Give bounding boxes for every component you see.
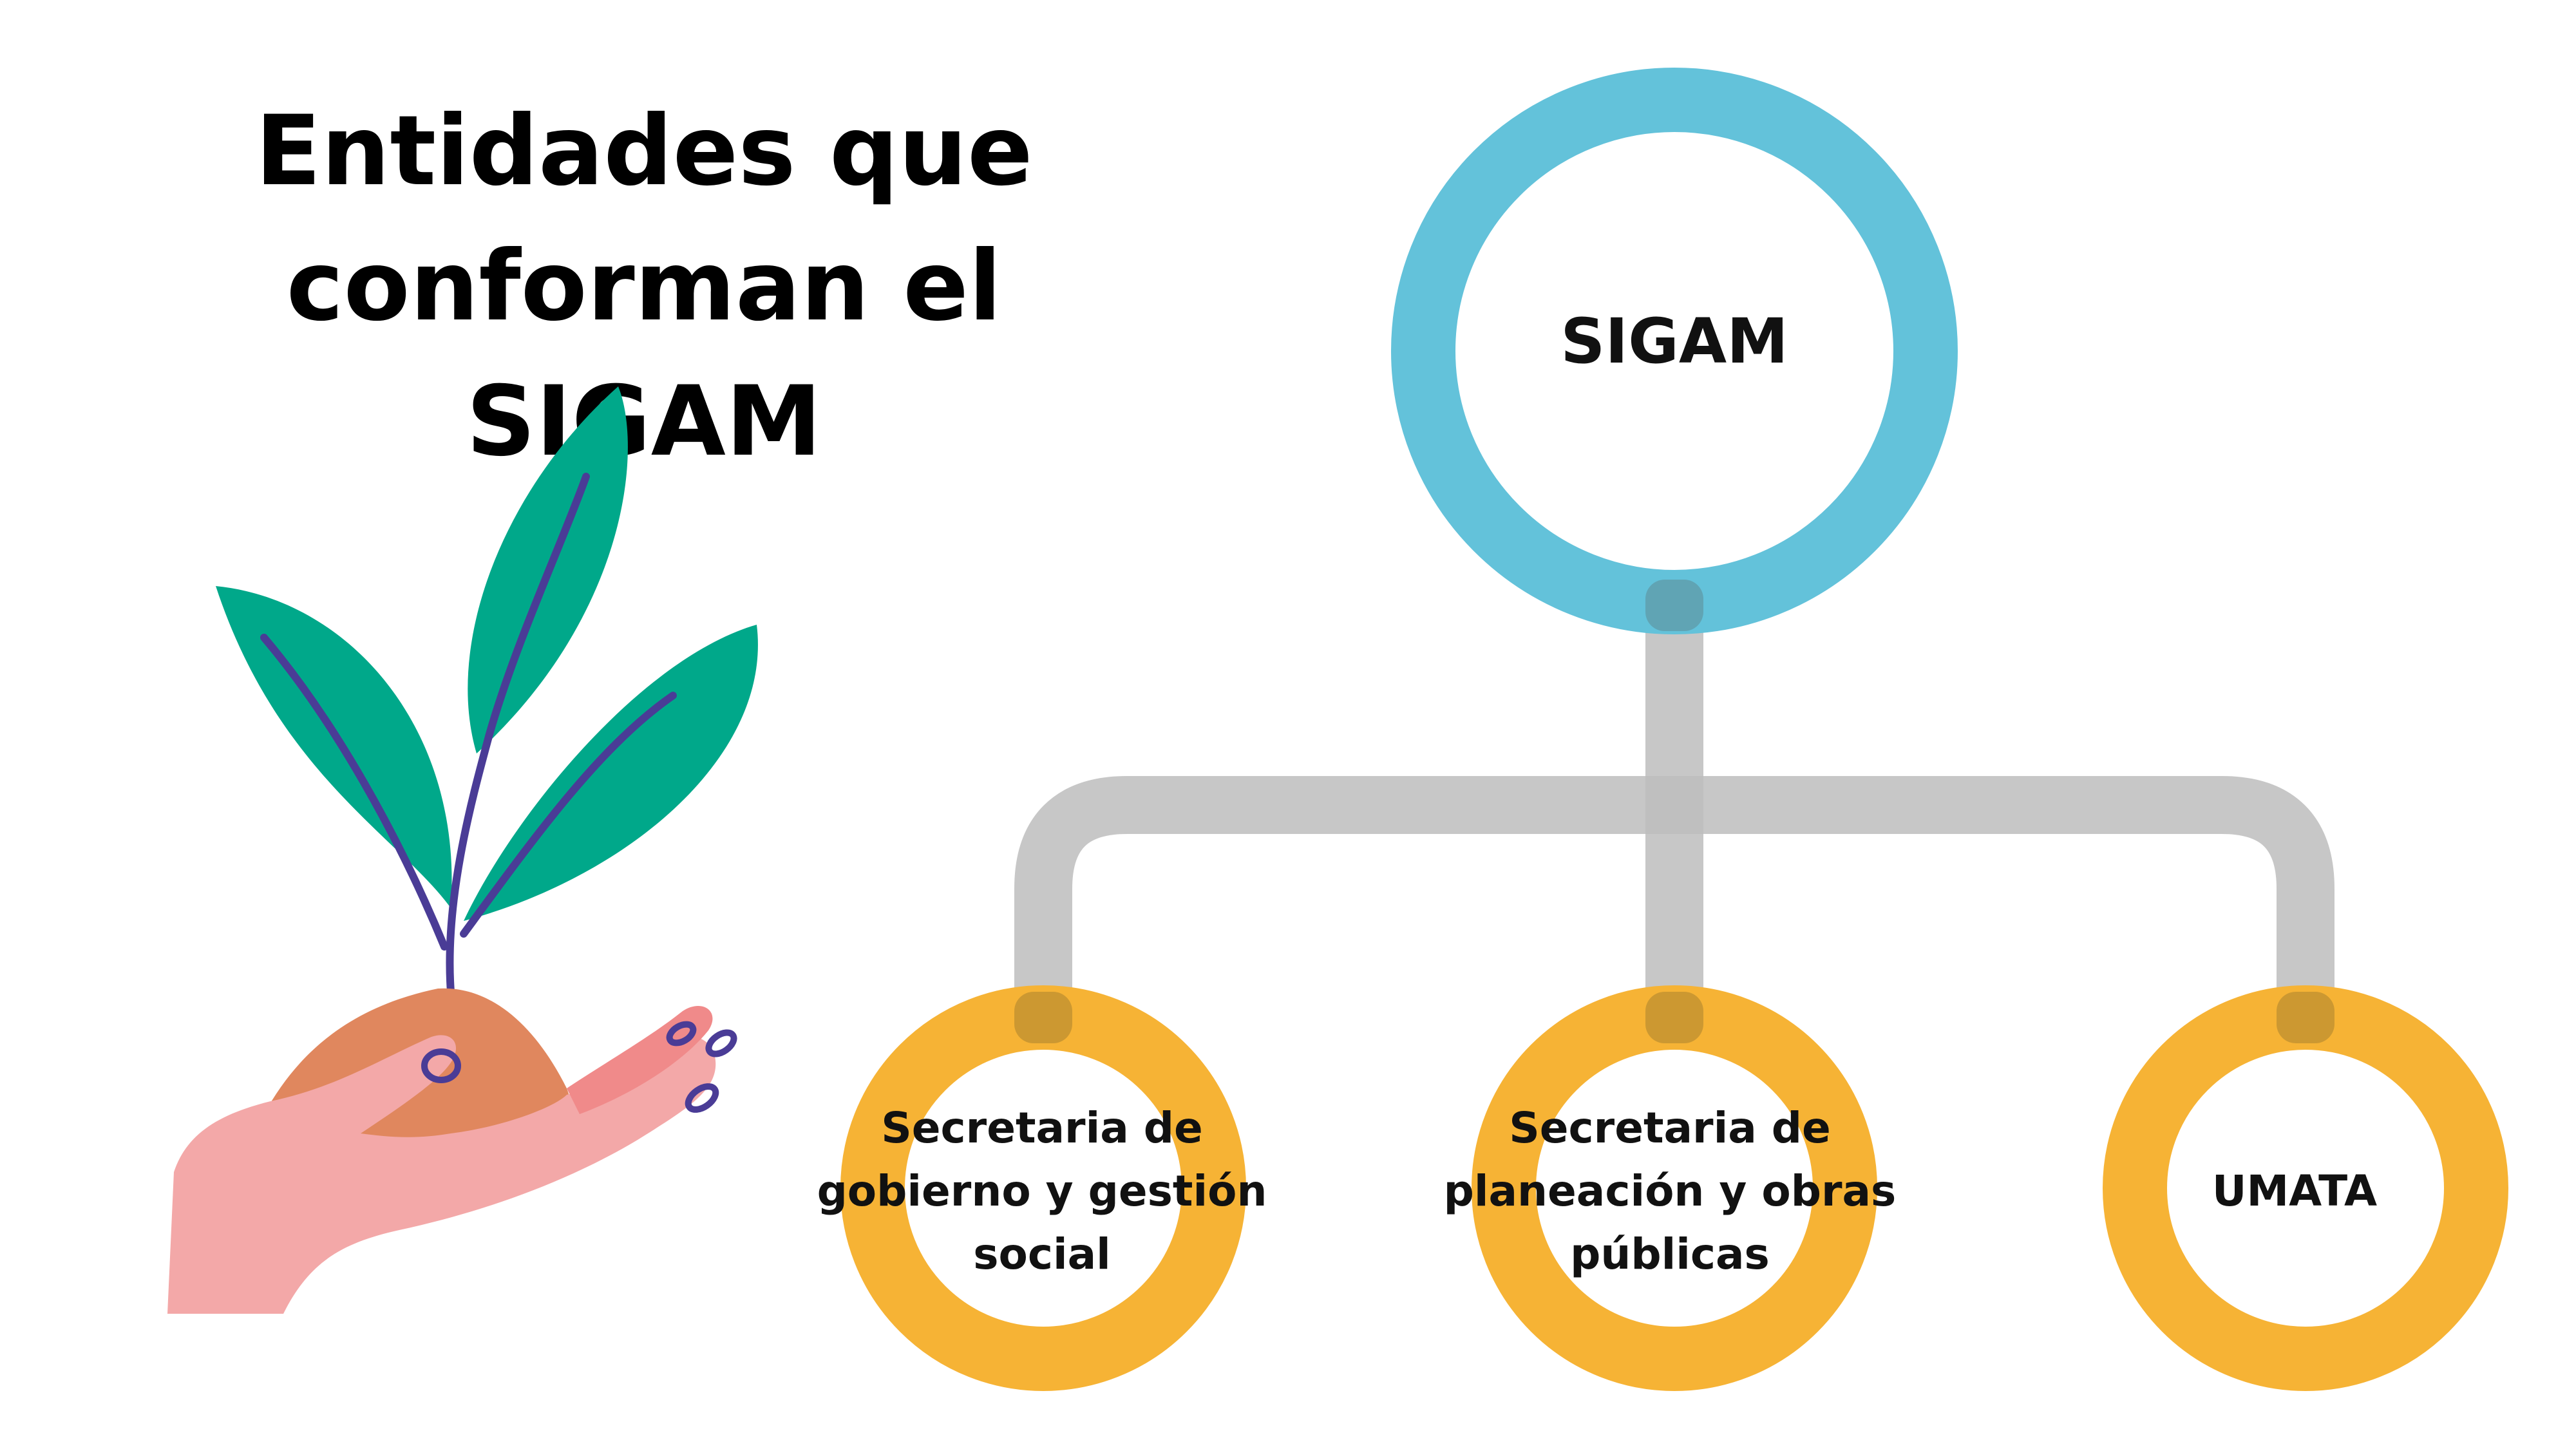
plant-leaf-left bbox=[216, 586, 452, 908]
page-title-line-1: Entidades que bbox=[255, 95, 1033, 207]
plant-vein-left bbox=[260, 634, 448, 951]
plant-vein-right bbox=[460, 692, 677, 938]
connector-joint bbox=[2277, 992, 2334, 1043]
diagram-connectors bbox=[1014, 570, 2334, 1040]
plant-hand-nail bbox=[705, 1029, 737, 1057]
plant-hand-nail bbox=[685, 1083, 719, 1113]
plant-leaf-right bbox=[464, 625, 758, 921]
plant-hand-finger bbox=[567, 1005, 713, 1114]
node-child-label: Secretaria de planeación y obras pública… bbox=[1443, 1103, 1897, 1279]
plant-in-hand-icon bbox=[167, 386, 758, 1314]
node-child-label: UMATA bbox=[2211, 1166, 2378, 1216]
connector-joint bbox=[1014, 992, 1072, 1043]
plant-hand-nail bbox=[421, 1048, 461, 1083]
page-title-line-2: conforman el SIGAM bbox=[286, 231, 1002, 478]
plant-hand-nail bbox=[666, 1021, 697, 1046]
connector-joint bbox=[1645, 992, 1703, 1043]
page-title: Entidades que conforman el SIGAM bbox=[103, 84, 1185, 489]
node-child-label: Secretaria de gobierno y gestión social bbox=[817, 1103, 1267, 1279]
connector-joint bbox=[1645, 580, 1703, 631]
node-root-label: SIGAM bbox=[1560, 305, 1788, 377]
plant-stem bbox=[446, 473, 590, 996]
connector-branch bbox=[1014, 776, 2334, 1040]
